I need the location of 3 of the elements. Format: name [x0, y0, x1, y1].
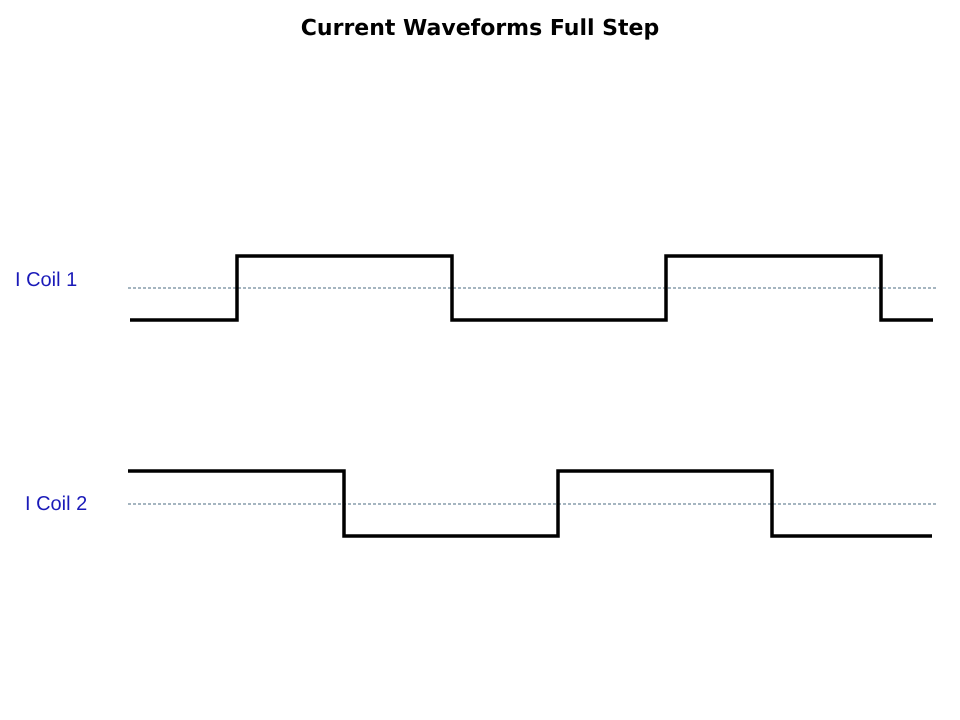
signal-label: I Coil 1	[15, 269, 78, 292]
signal-label: I Coil 2	[25, 493, 88, 516]
title: Current Waveforms Full Step	[300, 16, 660, 41]
